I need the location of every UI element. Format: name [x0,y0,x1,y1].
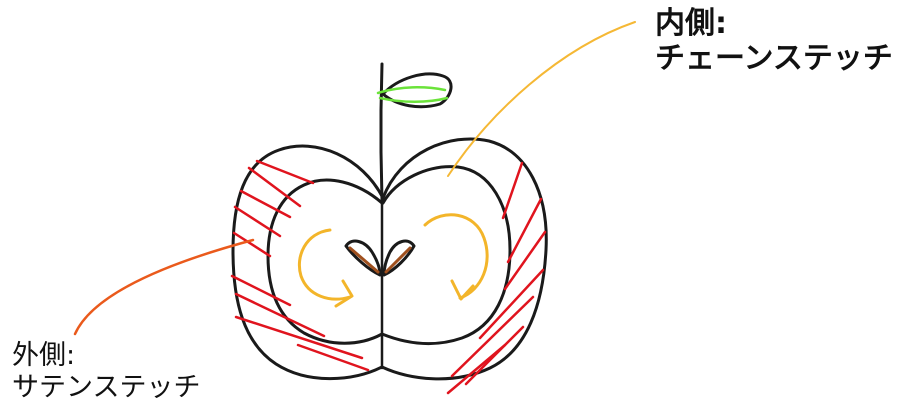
outer-stitch-label-line2: サテンステッチ [12,372,200,404]
inner-stitch-label: 内側: チェーンステッチ [655,6,893,77]
chain-stitch-arrow-right [425,215,487,298]
outer-stitch-label: 外側: サテンステッチ [12,340,200,404]
chain-stitch-arrows [299,215,487,306]
inner-stitch-label-line2: チェーンステッチ [655,41,893,76]
arrowhead-right [452,281,473,299]
outer-stitch-label-line1: 外側: [12,340,200,372]
inner-stitch-label-line1: 内側: [655,6,893,41]
chain-stitch-arrow-left [299,230,350,299]
satin-stitch-right [448,163,545,393]
satin-stitch-line [503,163,522,218]
arrowhead-left [336,281,352,306]
satin-stitch-line [232,276,290,305]
seed-line-left [350,248,378,272]
inner-label-leader [448,22,635,176]
stem [381,64,382,200]
outer-label-leader [75,240,253,334]
satin-stitch-line [508,199,541,262]
